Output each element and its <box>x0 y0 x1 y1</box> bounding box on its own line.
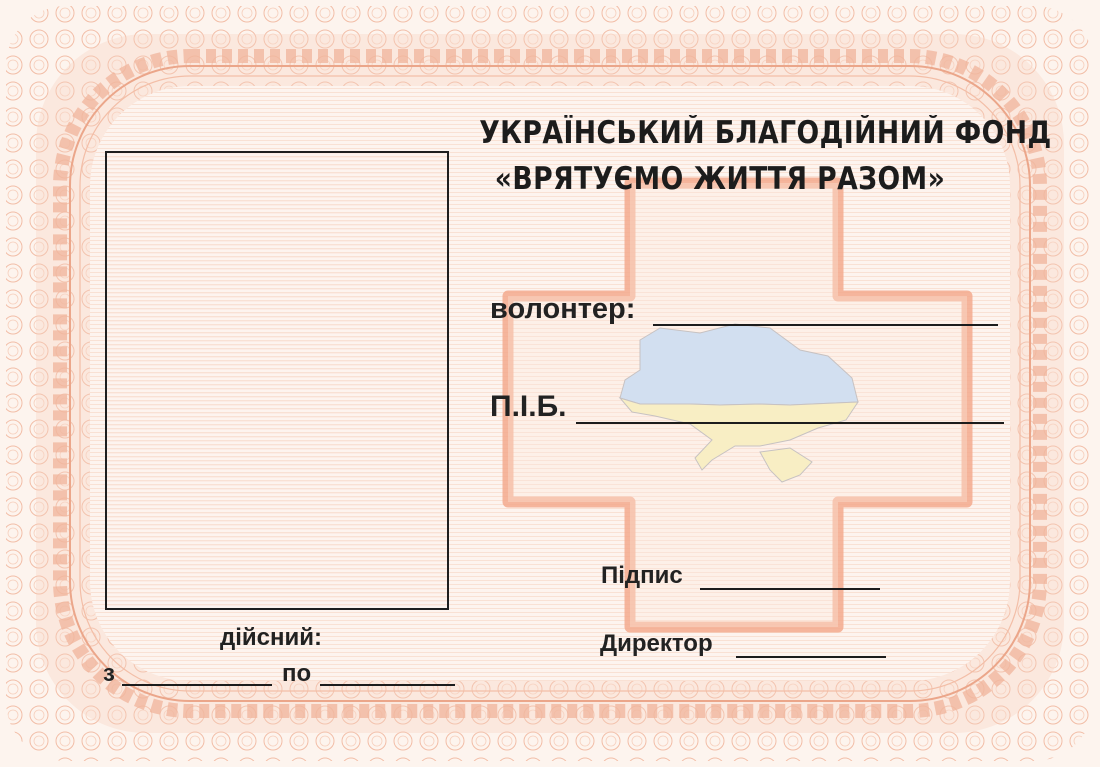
full-name-line[interactable] <box>576 422 1004 424</box>
signature-label: Підпис <box>601 562 683 589</box>
foundation-title-line-2: «ВРЯТУЄМО ЖИТТЯ РАЗОМ» <box>494 161 946 197</box>
signature-line[interactable] <box>700 588 880 590</box>
volunteer-line[interactable] <box>653 324 998 326</box>
valid-from-label: з <box>103 660 115 687</box>
valid-to-label: по <box>282 660 312 687</box>
director-line[interactable] <box>736 656 886 658</box>
valid-to-line[interactable] <box>320 684 455 686</box>
photo-box <box>105 151 449 610</box>
full-name-label: П.І.Б. <box>490 390 567 423</box>
valid-label: дійсний: <box>220 624 322 651</box>
volunteer-label: волонтер: <box>490 293 636 325</box>
director-label: Директор <box>600 630 713 657</box>
foundation-title-line-1: УКРАЇНСЬКИЙ БЛАГОДІЙНИЙ ФОНД <box>479 115 1052 151</box>
valid-from-line[interactable] <box>122 684 272 686</box>
